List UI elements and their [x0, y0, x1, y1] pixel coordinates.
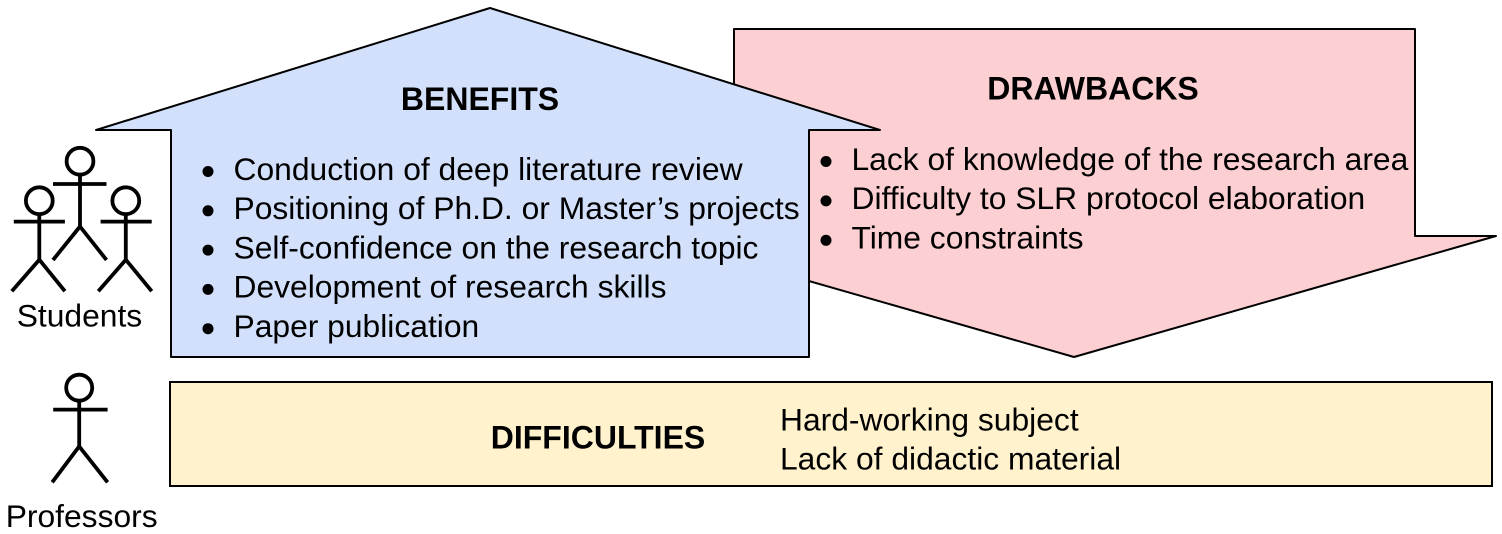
svg-text:Time constraints: Time constraints [852, 220, 1084, 256]
svg-text:DRAWBACKS: DRAWBACKS [987, 71, 1199, 107]
svg-text:BENEFITS: BENEFITS [401, 81, 559, 117]
svg-text:Positioning of Ph.D. or Master: Positioning of Ph.D. or Master’s project… [234, 190, 800, 226]
svg-text:Development of research skills: Development of research skills [234, 269, 667, 305]
svg-text:Hard-working subject: Hard-working subject [780, 402, 1079, 438]
svg-text:Difficulty to SLR protocol ela: Difficulty to SLR protocol elaboration [852, 180, 1366, 216]
svg-text:DIFFICULTIES: DIFFICULTIES [491, 420, 706, 456]
svg-text:Conduction of deep literature: Conduction of deep literature review [234, 151, 744, 187]
svg-text:Students: Students [17, 298, 143, 334]
svg-text:Professors: Professors [6, 498, 158, 534]
svg-text:Lack of didactic material: Lack of didactic material [780, 441, 1121, 477]
svg-text:Self-confidence on the researc: Self-confidence on the research topic [234, 229, 759, 265]
svg-text:Paper publication: Paper publication [234, 308, 480, 344]
svg-text:Lack of knowledge of the resea: Lack of knowledge of the research area [852, 141, 1409, 177]
